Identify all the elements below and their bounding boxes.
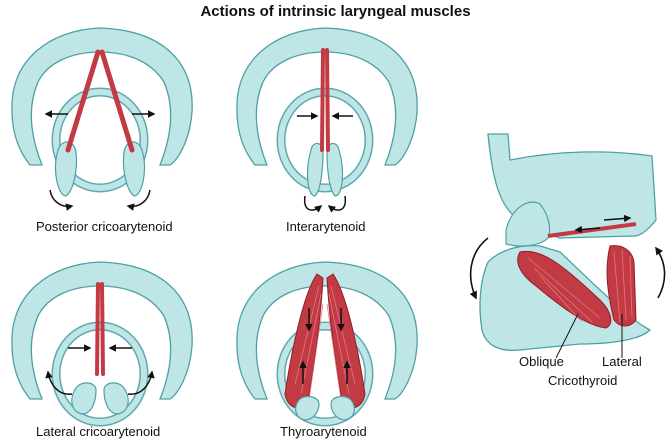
arytenoid-right xyxy=(122,141,146,197)
oblique-leader-line xyxy=(555,313,579,359)
panel-posterior-cricoarytenoid xyxy=(11,27,193,211)
arytenoid-right xyxy=(326,142,344,197)
lateral-muscle xyxy=(606,245,637,327)
arytenoid-left xyxy=(295,395,320,421)
oblique-muscle xyxy=(517,250,612,329)
vocal-fold-right xyxy=(325,48,330,152)
cricoid-rotation-arrow-right xyxy=(655,246,666,299)
rotation-arrow-left xyxy=(45,370,73,395)
vocal-fold-left xyxy=(65,49,101,153)
arytenoid-left xyxy=(54,141,78,197)
label-lateral: Lateral xyxy=(602,354,642,369)
rotation-arrow-right xyxy=(126,189,151,211)
label-oblique: Oblique xyxy=(519,354,564,369)
label-lateral-cricoarytenoid: Lateral cricoarytenoid xyxy=(36,424,161,439)
vocal-fold-right xyxy=(100,282,105,376)
arytenoid-right xyxy=(330,395,355,421)
arytenoid-right xyxy=(103,382,129,415)
thyroid-cartilage xyxy=(236,27,418,166)
label-posterior-cricoarytenoid: Posterior cricoarytenoid xyxy=(36,219,173,234)
thyroid-cartilage xyxy=(11,261,193,400)
rotation-arrow-right xyxy=(127,370,155,395)
rotation-arrow-right xyxy=(327,195,347,213)
arytenoid-left xyxy=(306,142,324,197)
panel-interarytenoid xyxy=(236,27,418,213)
label-cricothyroid: Cricothyroid xyxy=(548,373,618,388)
vocal-fold-left xyxy=(95,282,100,376)
panel-cricothyroid-side-view xyxy=(469,133,666,359)
arytenoid-side xyxy=(505,201,551,247)
panel-thyroarytenoid xyxy=(236,261,418,427)
vocal-fold-left xyxy=(320,48,325,152)
panel-lateral-cricoarytenoid xyxy=(11,261,193,427)
label-thyroarytenoid: Thyroarytenoid xyxy=(280,424,367,439)
vocal-fold-right xyxy=(99,49,135,153)
rotation-arrow-left xyxy=(303,195,323,213)
label-interarytenoid: Interarytenoid xyxy=(286,219,366,234)
anterior-arrow xyxy=(603,214,632,223)
vocal-ligament-side xyxy=(547,222,637,238)
cricoid-rotation-arrow-left xyxy=(469,237,489,300)
thyroid-cartilage xyxy=(236,261,418,400)
thyroid-cartilage xyxy=(11,27,193,166)
arytenoid-left xyxy=(71,382,97,415)
figure-title: Actions of intrinsic laryngeal muscles xyxy=(200,3,471,20)
rotation-arrow-left xyxy=(49,189,74,211)
posterior-arrow xyxy=(574,225,601,234)
